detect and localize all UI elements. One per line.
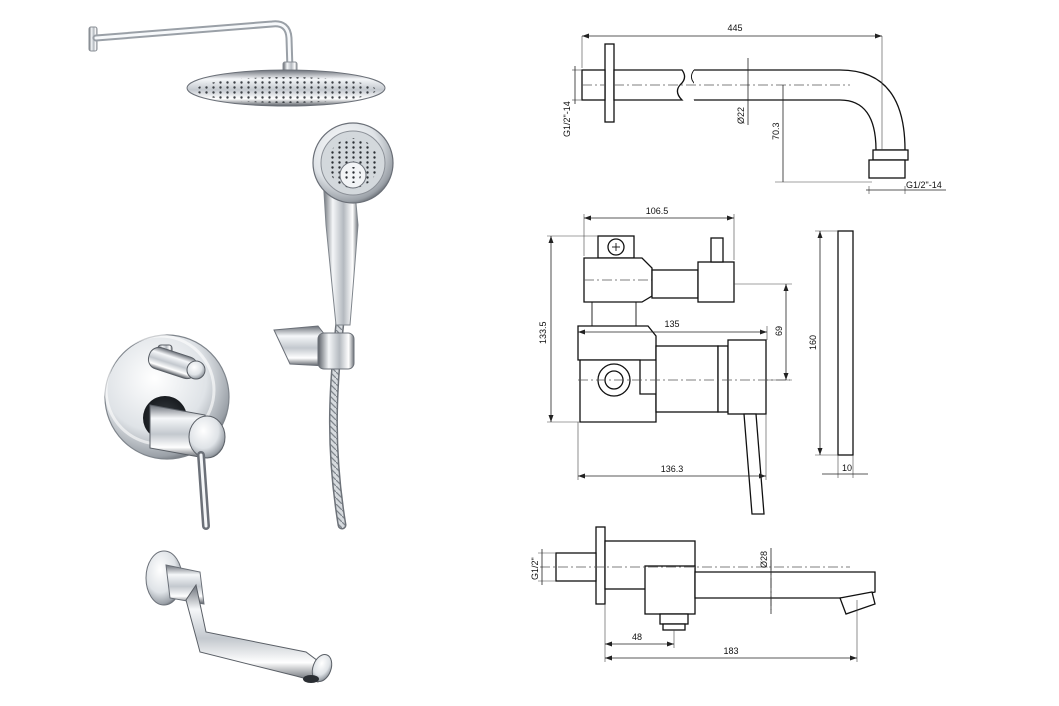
mixer-valve-drawing: 106.5 133.5 135 69 136.3 [538,206,792,515]
mixer-top-width-label: 106.5 [646,206,669,216]
spout-offset-label: 48 [632,632,642,642]
bath-spout-photo [145,550,333,683]
spout-inlet-thread-label: G1/2" [530,557,540,580]
bath-spout-drawing: G1/2" Ø28 48 183 [530,526,876,662]
cover-plate-thickness-label: 10 [842,463,852,473]
shower-arm-outlet-thread-label: G1/2"-14 [906,180,942,190]
rain-shower-photo [88,20,386,107]
shower-arm-drawing: 445 Ø22 70.3 G1/2"-14 G1/2"-14 [562,23,946,194]
hand-shower-photo [273,122,394,530]
shower-arm-inlet-thread-label: G1/2"-14 [562,101,572,137]
mixer-body-width-label: 135 [664,319,679,329]
cover-plate-drawing: 160 10 [808,230,868,478]
mixer-photo [104,334,230,530]
spout-diameter-label: Ø28 [759,551,769,568]
mixer-height-label: 133.5 [538,321,548,344]
shower-arm-drop-label: 70.3 [771,122,781,140]
shower-arm-length-label: 445 [727,23,742,33]
shower-arm-diameter-label: Ø22 [736,107,746,124]
cover-plate-height-label: 160 [808,335,818,350]
mixer-bottom-width-label: 136.3 [661,464,684,474]
spout-length-label: 183 [723,646,738,656]
mixer-upper-height-label: 69 [774,326,784,336]
